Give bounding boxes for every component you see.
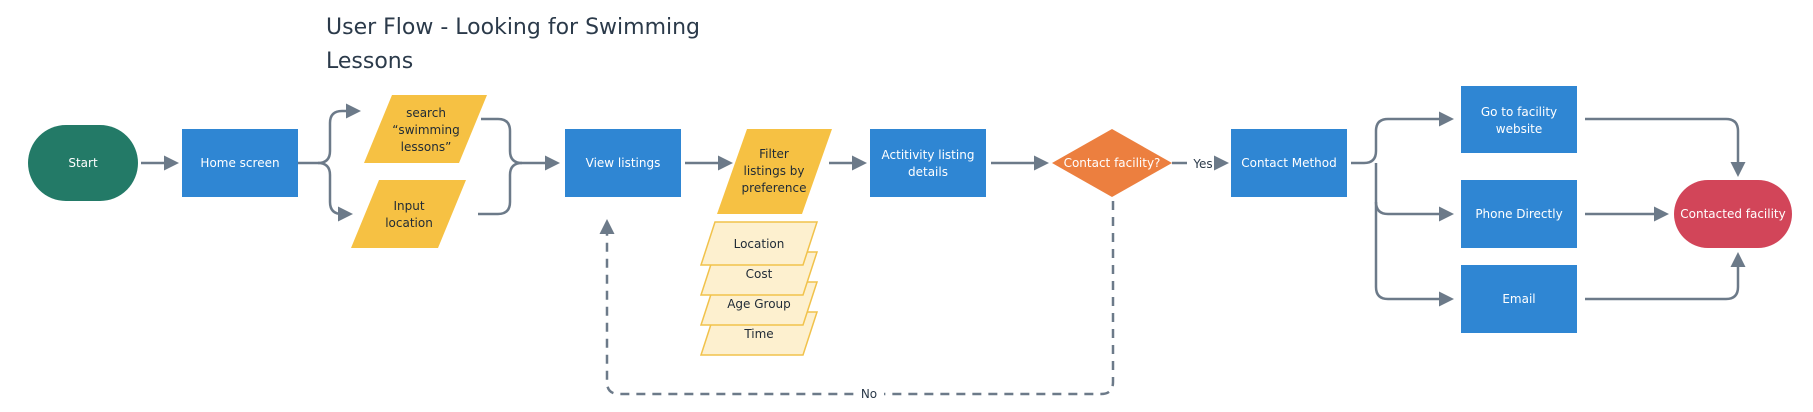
email-shape <box>1461 265 1577 333</box>
location-shape <box>351 180 466 248</box>
email-label: Email <box>1502 292 1535 306</box>
search-label-line-3: lessons” <box>401 140 452 154</box>
contact-facility-decision[interactable]: Contact facility? <box>1052 129 1172 197</box>
phone-directly-shape <box>1461 180 1577 248</box>
view-listings-node[interactable]: View listings <box>565 129 681 197</box>
edge-label-no: No <box>861 387 877 401</box>
start-node[interactable]: Start <box>28 125 138 201</box>
facility-website-label-line-1: Go to facility <box>1481 105 1557 119</box>
home-screen-shape <box>182 129 298 197</box>
edge-method-email <box>1374 202 1454 307</box>
phone-directly-label: Phone Directly <box>1475 207 1562 221</box>
view-listings-shape <box>565 129 681 197</box>
filter-option-cost-label: Cost <box>746 267 773 281</box>
edge-no-loop <box>599 201 1115 396</box>
filter-shape <box>717 129 832 214</box>
activity-listing-details-node[interactable]: Actitivity listing details <box>870 129 986 197</box>
edge-label-no-bg <box>854 386 884 402</box>
diagram-title-line-2: Lessons <box>326 49 413 74</box>
phone-directly-node[interactable]: Phone Directly <box>1461 180 1577 248</box>
contact-method-node[interactable]: Contact Method <box>1231 129 1347 197</box>
diagram-title-line-1: User Flow - Looking for Swimming <box>326 15 700 40</box>
facility-website-shape <box>1461 86 1577 153</box>
location-label-line-2: location <box>385 216 433 230</box>
input-location-node[interactable]: Input location <box>351 180 466 248</box>
location-label-line-1: Input <box>393 199 424 213</box>
filter-option-location[interactable]: Location <box>699 221 819 266</box>
facility-website-label-line-2: website <box>1496 122 1543 136</box>
edge-method-website <box>1351 111 1454 165</box>
edge-label-yes: Yes <box>1192 157 1212 171</box>
edge-home-branch <box>298 103 361 165</box>
search-label-line-2: “swimming <box>392 123 460 137</box>
details-label-line-2: details <box>908 165 948 179</box>
email-node[interactable]: Email <box>1461 265 1577 333</box>
edge-email-end <box>1585 252 1746 301</box>
search-swimming-lessons-node[interactable]: search “swimming lessons” <box>364 95 487 163</box>
details-label-line-1: Actitivity listing <box>882 148 975 162</box>
home-screen-label: Home screen <box>200 156 279 170</box>
contacted-facility-node[interactable]: Contacted facility <box>1674 180 1792 248</box>
contacted-facility-label: Contacted facility <box>1680 207 1786 221</box>
filter-option-time-label: Time <box>743 327 773 341</box>
details-shape <box>870 129 986 197</box>
facility-website-node[interactable]: Go to facility website <box>1461 86 1577 153</box>
filter-label-line-3: preference <box>742 181 807 195</box>
filter-listings-node[interactable]: Filter listings by preference <box>717 129 832 214</box>
filter-label-line-1: Filter <box>759 147 789 161</box>
decision-label: Contact facility? <box>1064 156 1161 170</box>
filter-option-location-label: Location <box>734 237 785 251</box>
filter-option-location-shape <box>699 221 819 266</box>
search-shape <box>364 95 487 163</box>
search-label-line-1: search <box>406 106 446 120</box>
start-label: Start <box>68 156 98 170</box>
edge-location-merge <box>478 161 523 216</box>
contact-method-label: Contact Method <box>1241 156 1337 170</box>
decision-shape <box>1052 129 1172 197</box>
contact-method-shape <box>1231 129 1347 197</box>
filter-options-stack: Time Age Group Cost Location <box>699 221 819 356</box>
contacted-facility-shape <box>1674 180 1792 248</box>
connectors <box>141 103 1746 396</box>
home-screen-node[interactable]: Home screen <box>182 129 298 197</box>
edge-home-branch-lower <box>317 161 353 222</box>
filter-option-age-group-label: Age Group <box>727 297 791 311</box>
start-shape <box>28 125 138 201</box>
edge-website-end <box>1585 117 1746 177</box>
edge-search-merge <box>481 117 560 171</box>
view-listings-label: View listings <box>586 156 661 170</box>
edge-method-phone <box>1374 163 1454 222</box>
filter-label-line-2: listings by <box>744 164 805 178</box>
